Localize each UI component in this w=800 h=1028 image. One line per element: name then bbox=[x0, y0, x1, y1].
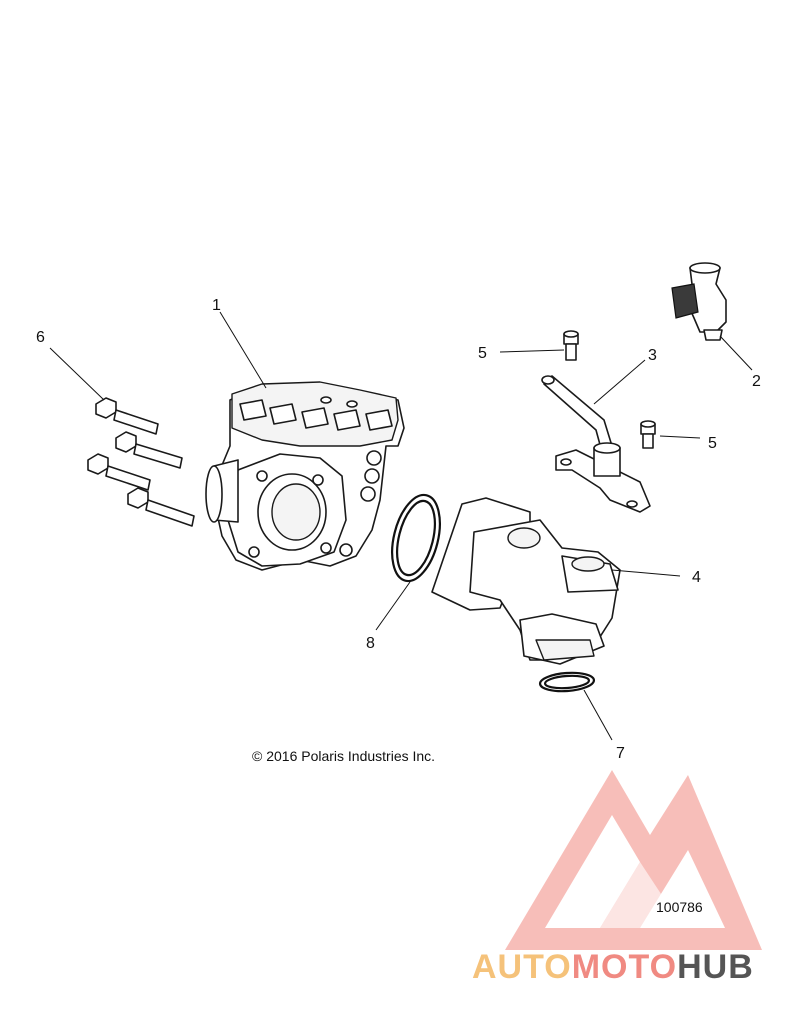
leader-lines bbox=[49, 311, 753, 741]
intake-adapter bbox=[431, 497, 621, 665]
bolt bbox=[95, 397, 159, 435]
bolt bbox=[115, 431, 183, 469]
fuel-rail-bracket bbox=[541, 375, 651, 513]
callout-2: 2 bbox=[752, 373, 761, 390]
callout-5-upper: 5 bbox=[478, 345, 487, 362]
watermark-text: AUTOMOTOHUB bbox=[472, 948, 754, 986]
screw-5-lower bbox=[640, 420, 656, 449]
watermark-part-auto: AUTO bbox=[472, 948, 572, 986]
figure-number: 100786 bbox=[656, 899, 703, 915]
throttle-body bbox=[205, 381, 405, 571]
o-ring-8 bbox=[391, 493, 441, 583]
watermark-part-hub: HUB bbox=[677, 948, 754, 986]
callout-7: 7 bbox=[616, 745, 625, 762]
fuel-injector bbox=[671, 262, 727, 341]
callout-6: 6 bbox=[36, 329, 45, 346]
bolt-6-group bbox=[87, 397, 195, 527]
bolt bbox=[127, 487, 195, 527]
callout-5-lower: 5 bbox=[708, 435, 717, 452]
callout-8: 8 bbox=[366, 635, 375, 652]
callout-1: 1 bbox=[212, 297, 221, 314]
copyright-notice: © 2016 Polaris Industries Inc. bbox=[252, 748, 435, 764]
o-ring-7 bbox=[538, 671, 596, 693]
callout-3: 3 bbox=[648, 347, 657, 364]
screw-5-upper bbox=[563, 330, 579, 361]
bolt bbox=[87, 453, 151, 491]
callout-4: 4 bbox=[692, 569, 701, 586]
watermark-logo bbox=[505, 770, 762, 950]
watermark-part-moto: MOTO bbox=[572, 948, 677, 986]
